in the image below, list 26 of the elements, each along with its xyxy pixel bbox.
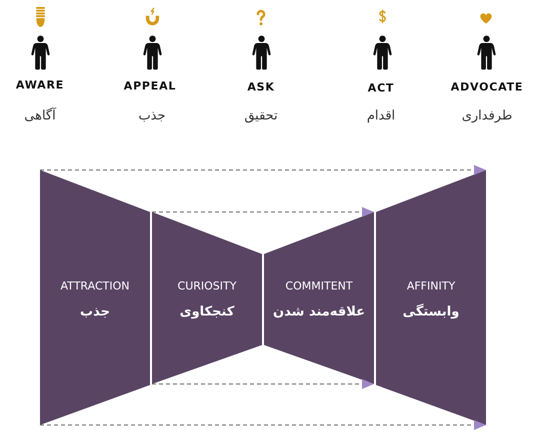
funnel-segment bbox=[376, 170, 486, 425]
persian-stage-name: وابستگی bbox=[402, 306, 460, 320]
funnel-segment bbox=[152, 212, 262, 384]
stage-name: ATTRACTION bbox=[60, 280, 130, 294]
persian-stage-label: آگاهی bbox=[24, 110, 56, 124]
stage-label: ADVOCATE bbox=[450, 82, 524, 94]
stage-label: AWARE bbox=[16, 80, 64, 92]
persian-stage-name: کنجکاوی bbox=[180, 306, 234, 320]
stage-label: ACT bbox=[368, 82, 394, 96]
stage-name: AFFINITY bbox=[406, 280, 456, 294]
persian-stage-label: طرفداری bbox=[462, 110, 512, 124]
persian-stage-label: تحقیق bbox=[244, 110, 278, 124]
dashed-arrow bbox=[40, 420, 486, 430]
persian-stage-name: جذب bbox=[80, 306, 110, 320]
funnel-segment bbox=[264, 212, 374, 384]
dashed-arrow bbox=[40, 165, 486, 175]
stage-name: COMMITENT bbox=[285, 280, 353, 294]
dashed-arrow bbox=[152, 379, 374, 389]
funnel-segment bbox=[40, 170, 150, 425]
persian-stage-label: جذب bbox=[138, 110, 166, 124]
persian-stage-name: علاقه‌مند شدن bbox=[273, 306, 365, 320]
dashed-arrow bbox=[152, 207, 374, 217]
stage-label: ASK bbox=[247, 82, 275, 94]
stage-name: CURIOSITY bbox=[178, 280, 236, 294]
stage-label: APPEAL bbox=[124, 80, 176, 94]
persian-stage-label: اقدام bbox=[366, 110, 396, 124]
